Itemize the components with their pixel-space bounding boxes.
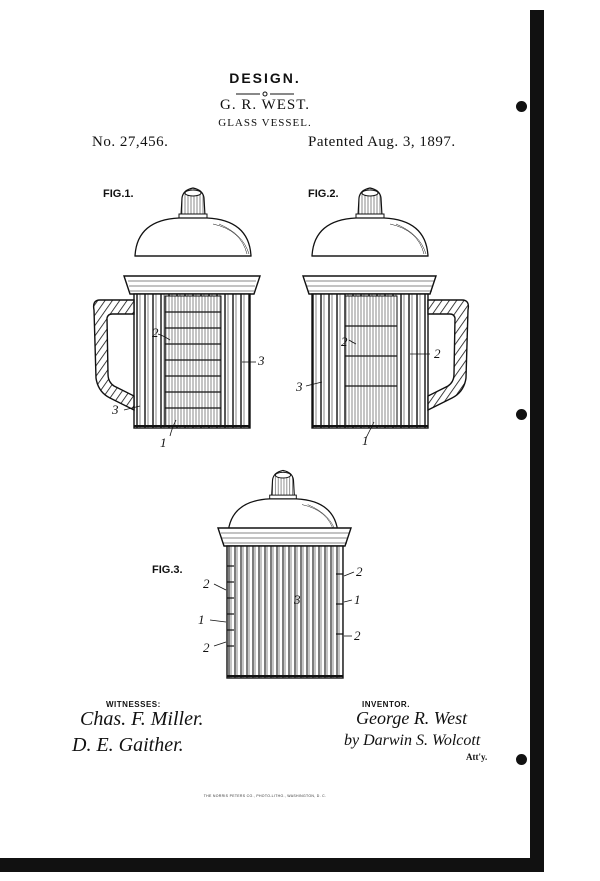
fig2-label: FIG.2. bbox=[308, 188, 339, 200]
inventor-signature: George R. West bbox=[356, 708, 468, 728]
fig3-ref-2-left-bottom: 2 bbox=[203, 640, 210, 655]
fig1-drawing bbox=[134, 187, 252, 257]
fig2-ref-2-right: 2 bbox=[434, 346, 441, 361]
binder-hole-top bbox=[516, 101, 527, 112]
design-subject: GLASS VESSEL. bbox=[218, 117, 312, 129]
fig3-lid bbox=[227, 469, 339, 536]
fig3-ref-1-left: 1 bbox=[198, 612, 205, 627]
fig1-ref-3-right: 3 bbox=[258, 353, 265, 368]
fig1-label: FIG.1. bbox=[103, 188, 134, 200]
patent-date: Patented Aug. 3, 1897. bbox=[308, 134, 456, 150]
printer-imprint: THE NORRIS PETERS CO., PHOTO-LITHO., WAS… bbox=[203, 794, 327, 798]
fig2-ref-2-left: 2 bbox=[341, 334, 348, 349]
binder-hole-bottom bbox=[516, 754, 527, 765]
inventor-name: G. R. WEST. bbox=[219, 97, 311, 113]
title-separator bbox=[236, 91, 294, 97]
fig2-ref-3: 3 bbox=[296, 379, 303, 394]
patent-drawings bbox=[92, 187, 470, 679]
fig1-ref-1: 1 bbox=[160, 435, 167, 450]
attorney-signature: by Darwin S. Wolcott bbox=[344, 732, 481, 749]
fig2-ref-1: 1 bbox=[362, 433, 369, 448]
patent-number: No. 27,456. bbox=[92, 134, 169, 150]
fig3-ref-2-left-top: 2 bbox=[203, 576, 210, 591]
witness-signature-1: Chas. F. Miller. bbox=[80, 708, 204, 730]
design-heading: DESIGN. bbox=[229, 70, 301, 86]
witnesses-heading: WITNESSES: bbox=[106, 700, 161, 709]
binder-hole-middle bbox=[516, 409, 527, 420]
fig1-ref-2: 2 bbox=[152, 325, 159, 340]
fig3-jar bbox=[209, 527, 355, 679]
sheet-bottom-border bbox=[0, 858, 544, 872]
fig2-jar bbox=[302, 275, 470, 439]
attorney-suffix: Att'y. bbox=[466, 752, 488, 762]
fig3-ref-3: 3 bbox=[294, 592, 301, 607]
inventor-heading: INVENTOR. bbox=[362, 700, 410, 709]
fig3-ref-2-right-bottom: 2 bbox=[354, 628, 361, 643]
fig3-ref-2-right-top: 2 bbox=[356, 564, 363, 579]
sheet-right-border bbox=[530, 10, 544, 872]
witness-signature-2: D. E. Gaither. bbox=[72, 734, 184, 756]
fig3-ref-1-right: 1 bbox=[354, 592, 361, 607]
fig1-jar bbox=[92, 275, 261, 437]
fig1-ref-3-left: 3 bbox=[112, 402, 119, 417]
fig3-label: FIG.3. bbox=[152, 564, 183, 576]
